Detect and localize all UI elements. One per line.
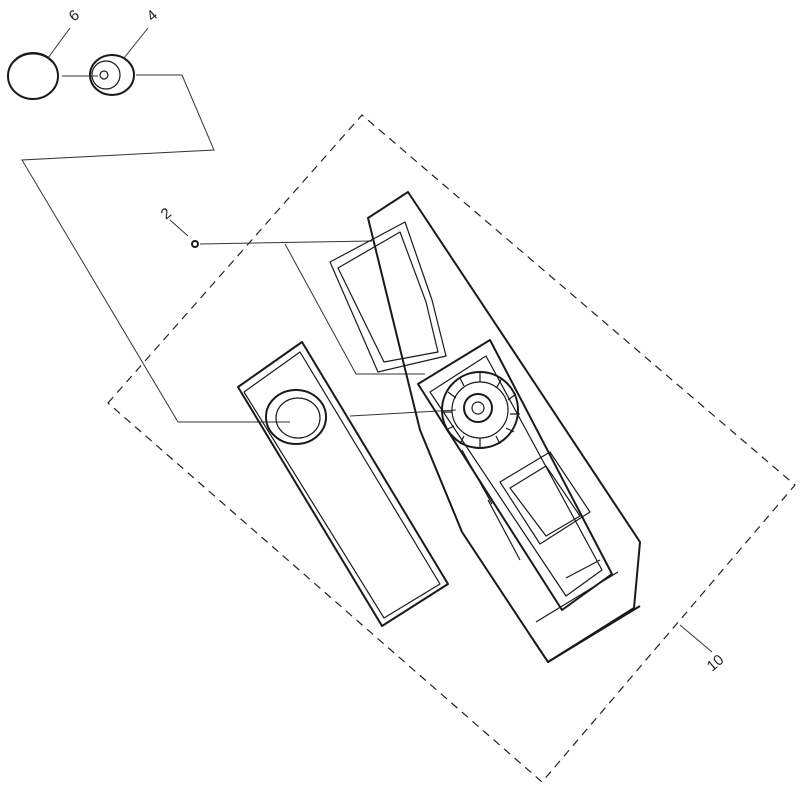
assembly-boundary: [107, 114, 796, 783]
assembly-leader: [679, 624, 713, 653]
knob-to-panel-leader: [21, 74, 290, 423]
front-panel-part: [237, 341, 449, 627]
screw-leader: [169, 219, 189, 237]
screw-axis-down: [284, 243, 425, 375]
panel-to-body-leader: [349, 409, 457, 417]
callout-10: 10: [704, 651, 728, 675]
rotary-dial-part: [441, 371, 520, 449]
screw-axis: [199, 240, 373, 245]
screw-part: [191, 240, 199, 248]
housing-part: [329, 191, 641, 663]
callout-4: 4: [144, 7, 161, 25]
cap-leader: [47, 27, 71, 59]
knob-part: [89, 54, 135, 96]
cap-part: [7, 52, 59, 100]
callout-2: 2: [158, 205, 175, 223]
knob-leader: [123, 27, 149, 59]
callout-6: 6: [66, 7, 83, 25]
